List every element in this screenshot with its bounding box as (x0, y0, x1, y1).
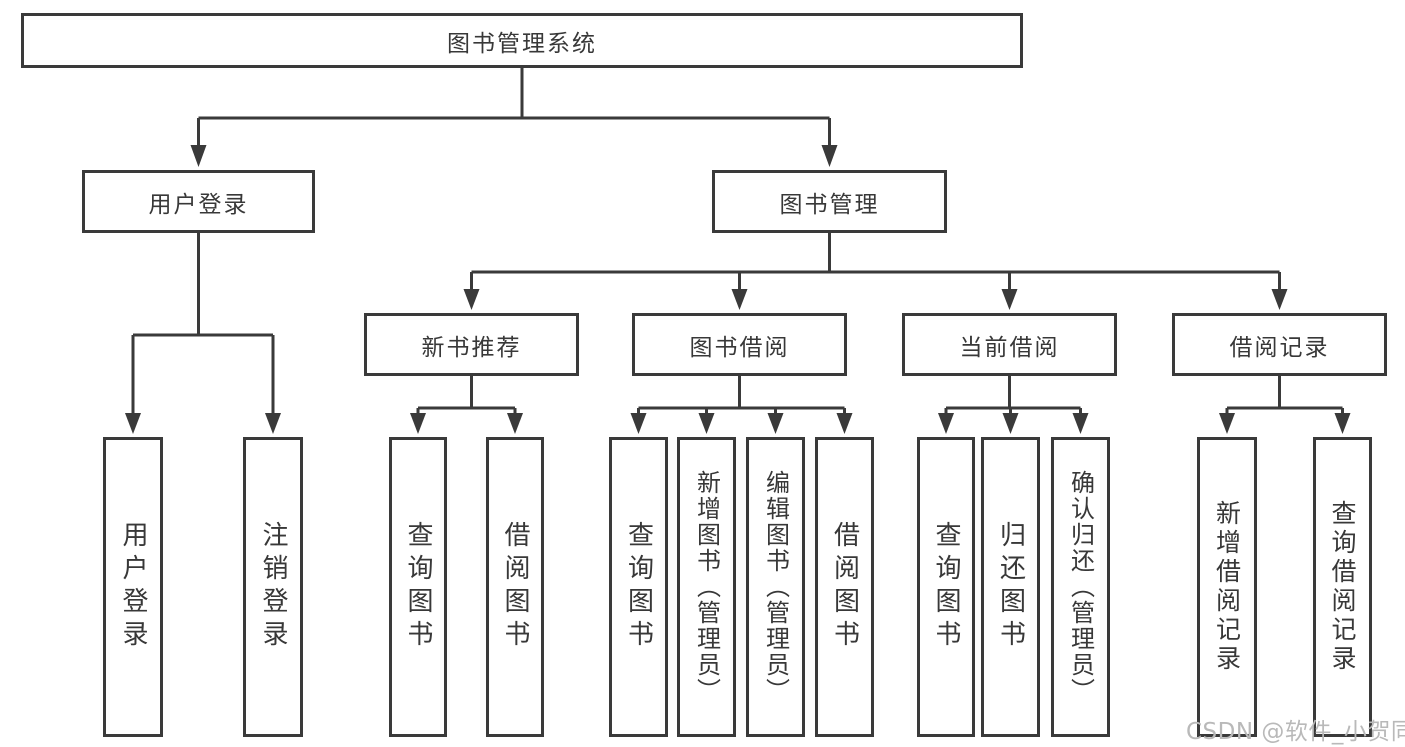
node-book-management-branch: 图书管理 (712, 170, 947, 233)
arrow-down-icon (1001, 289, 1018, 310)
arrow-down-icon (507, 413, 523, 434)
leaf-add-borrow-record: 新增借阅记录 (1197, 437, 1257, 737)
arrow-down-icon (938, 413, 954, 434)
leaf-label: 确认归还（管理员） (1066, 470, 1095, 704)
node-current-borrow: 当前借阅 (902, 313, 1117, 376)
leaf-label: 查询借阅记录 (1328, 500, 1357, 674)
arrow-down-icon (1002, 413, 1019, 434)
node-user-login-branch: 用户登录 (82, 170, 315, 233)
arrow-down-icon (767, 413, 784, 434)
leaf-query-book: 查询图书 (389, 437, 447, 737)
leaf-borrow-book: 借阅图书 (486, 437, 544, 737)
leaf-label: 编辑图书（管理员） (761, 470, 790, 704)
leaf-label: 查询图书 (931, 521, 961, 653)
arrow-down-icon (265, 413, 281, 434)
node-book-borrow: 图书借阅 (632, 313, 847, 376)
arrow-down-icon (190, 145, 207, 167)
arrow-down-icon (463, 289, 480, 310)
leaf-label: 借阅图书 (829, 521, 860, 653)
csdn-watermark: CSDN @软件_小贺同学 (1186, 719, 1405, 745)
node-borrow-records: 借阅记录 (1172, 313, 1387, 376)
arrow-down-icon (410, 413, 426, 434)
leaf-logout-login: 注销登录 (243, 437, 303, 737)
arrow-down-icon (630, 413, 647, 434)
leaf-add-book-admin: 新增图书（管理员） (677, 437, 736, 737)
leaf-edit-book-admin: 编辑图书（管理员） (746, 437, 805, 737)
arrow-down-icon (125, 413, 141, 434)
leaf-label: 注销登录 (258, 521, 288, 653)
leaf-query-book: 查询图书 (917, 437, 975, 737)
node-new-book-recommend: 新书推荐 (364, 313, 579, 376)
leaf-return-book: 归还图书 (981, 437, 1040, 737)
arrow-down-icon (1072, 413, 1089, 434)
leaf-label: 新增图书（管理员） (692, 470, 721, 704)
leaf-label: 查询图书 (623, 521, 654, 653)
arrow-down-icon (836, 413, 853, 434)
leaf-query-borrow-record: 查询借阅记录 (1313, 437, 1372, 737)
leaf-label: 借阅图书 (500, 521, 530, 653)
leaf-confirm-return-admin: 确认归还（管理员） (1051, 437, 1110, 737)
arrow-down-icon (731, 289, 748, 310)
node-root-system: 图书管理系统 (21, 13, 1023, 68)
leaf-borrow-book: 借阅图书 (815, 437, 874, 737)
leaf-label: 用户登录 (118, 521, 148, 653)
leaf-label: 归还图书 (995, 521, 1026, 653)
arrow-down-icon (698, 413, 715, 434)
leaf-label: 查询图书 (403, 521, 433, 653)
leaf-query-book: 查询图书 (609, 437, 668, 737)
leaf-user-login: 用户登录 (103, 437, 163, 737)
arrow-down-icon (1219, 413, 1235, 434)
arrow-down-icon (1334, 413, 1351, 434)
arrow-down-icon (821, 145, 838, 167)
leaf-label: 新增借阅记录 (1212, 500, 1242, 674)
arrow-down-icon (1271, 289, 1288, 310)
arrowheads (125, 145, 1351, 434)
